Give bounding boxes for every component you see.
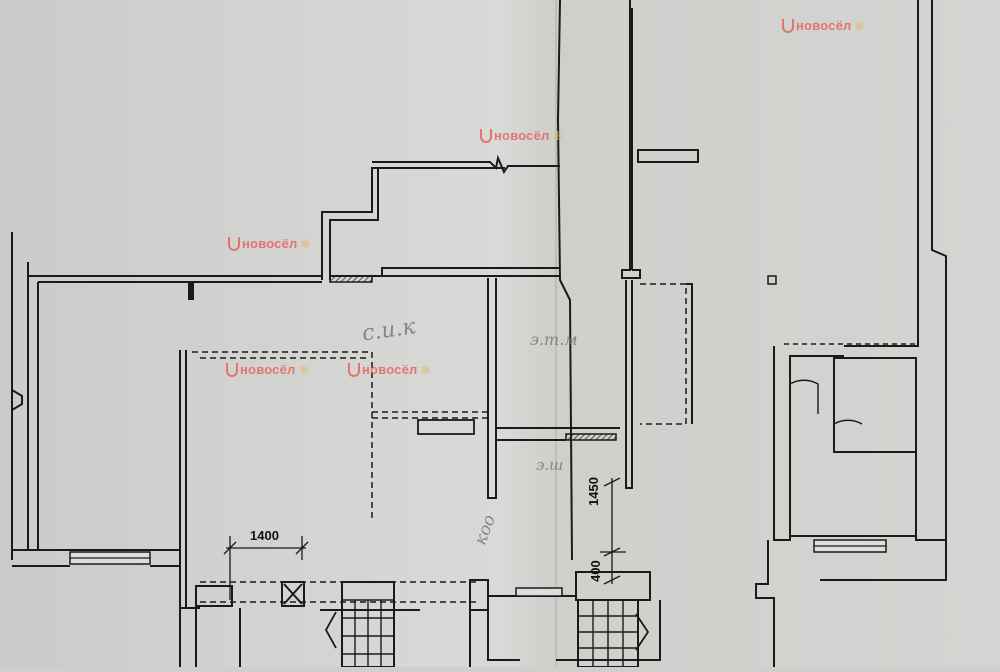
- star-icon: ✻: [300, 236, 311, 251]
- star-icon: ✻: [552, 128, 563, 143]
- star-icon: ✻: [854, 18, 865, 33]
- stairs-left: [324, 581, 395, 668]
- hatched-wall-center: [565, 433, 617, 441]
- lower-floor-line: [469, 600, 661, 667]
- bottom-left-wall: [12, 549, 200, 609]
- house-logo-icon: [782, 18, 794, 33]
- dashed-closet: [640, 283, 687, 425]
- house-logo-icon: [228, 236, 240, 251]
- small-square: [767, 275, 777, 285]
- watermark-logo: новосёл ✻: [480, 128, 563, 143]
- bath-wall: [833, 356, 917, 536]
- lower-left-line: [239, 608, 420, 667]
- bath-bottom: [790, 535, 946, 541]
- shaft-ledge: [637, 149, 699, 163]
- bathroom-outer: [773, 346, 844, 541]
- watermark-logo: новосёл ✻: [228, 236, 311, 251]
- closet-wall: [686, 283, 693, 424]
- center-wall: [487, 278, 497, 499]
- right-outer-wall: [844, 0, 947, 556]
- lower-block-right: [575, 571, 651, 601]
- column-small: [188, 282, 194, 300]
- dimension-label-1450: 1450: [586, 477, 601, 506]
- center-wall-stub: [496, 427, 620, 441]
- watermark-logo: новосёл ✻: [226, 362, 309, 377]
- lower-left-wall: [179, 608, 197, 667]
- left-outer-wall: [27, 262, 39, 550]
- dashed-room-outline: [192, 351, 373, 520]
- hatched-wall-top: [329, 275, 373, 283]
- handwritten-note: э.т.м: [530, 330, 578, 349]
- star-icon: ✻: [298, 362, 309, 377]
- upper-outline-wall: [321, 167, 379, 280]
- corridor-wall-right: [625, 280, 633, 489]
- handwritten-note: э.ш: [536, 456, 564, 474]
- bottom-block-left: [195, 585, 233, 607]
- watermark-logo: новосёл ✻: [782, 18, 865, 33]
- house-logo-icon: [226, 362, 238, 377]
- house-logo-icon: [348, 362, 360, 377]
- bath-door-arc-2: [833, 419, 863, 425]
- right-edge-wall: [820, 556, 947, 581]
- shaft-left-wall: [556, 0, 573, 561]
- bottom-wall-mid: [200, 581, 480, 603]
- house-logo-icon: [480, 128, 492, 143]
- dimension-label-400: 400: [588, 560, 603, 582]
- interior-fixture: [417, 419, 475, 435]
- dimension-label-1400: 1400: [250, 528, 279, 543]
- left-edge-wall: [11, 232, 23, 560]
- upper-step-line: [372, 154, 560, 175]
- star-icon: ✻: [420, 362, 431, 377]
- bath-door-arc-1: [789, 379, 819, 414]
- watermark-logo: новосёл ✻: [348, 362, 431, 377]
- right-lower-wall: [755, 540, 775, 667]
- shaft-right-wall: [621, 0, 641, 279]
- dimension-vertical-lines: [600, 477, 626, 585]
- window-bottom-mid: [515, 587, 563, 597]
- dimension-1400-lines: [223, 536, 309, 600]
- x-mark: [281, 581, 305, 607]
